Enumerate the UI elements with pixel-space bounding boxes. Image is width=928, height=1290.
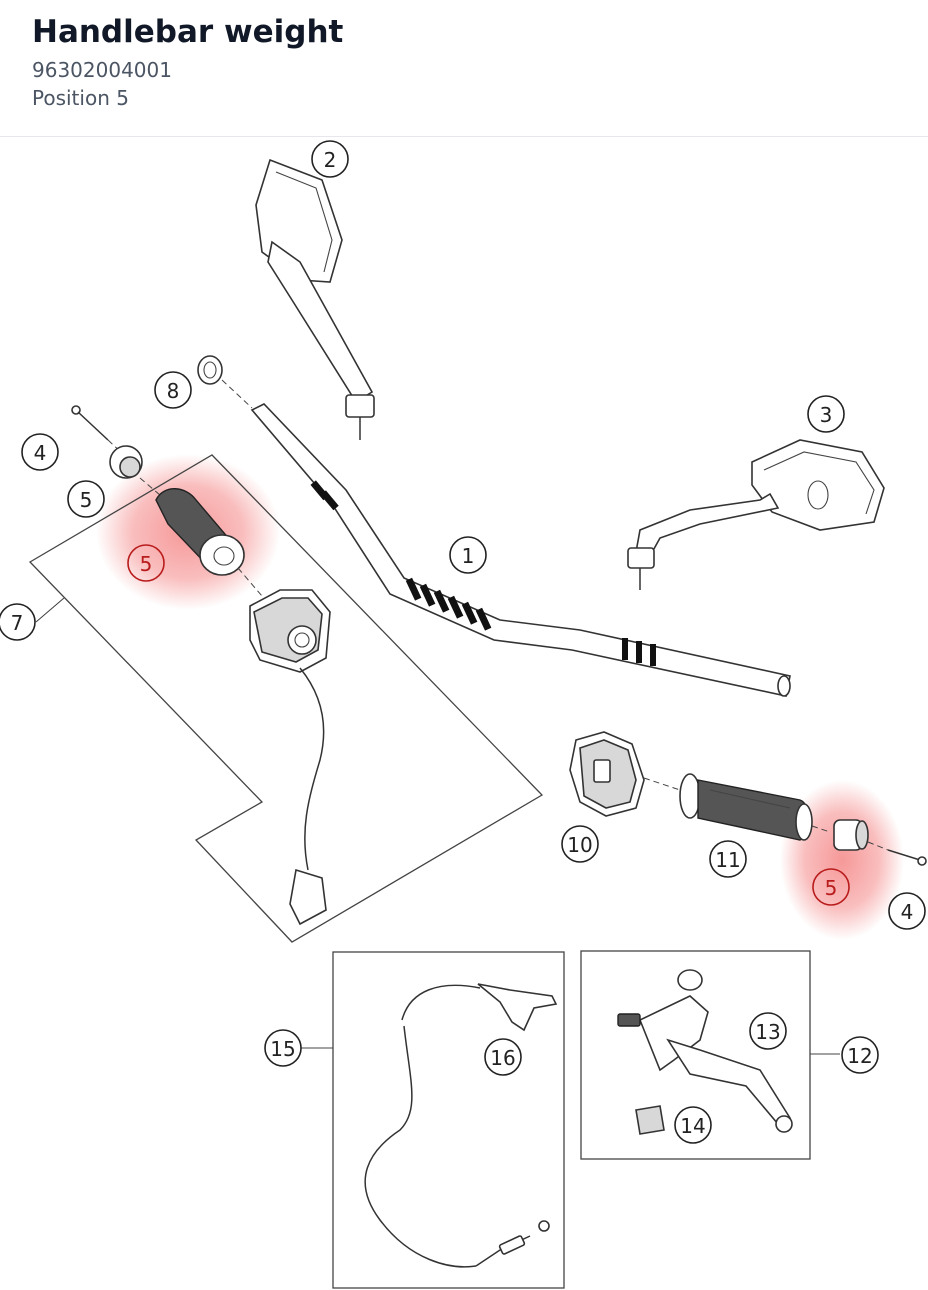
callout-3[interactable]: 3 <box>807 395 845 433</box>
svg-text:4: 4 <box>34 441 47 465</box>
handlebar-weight-right[interactable] <box>811 819 869 851</box>
page-title: Handlebar weight <box>32 14 344 50</box>
lever-assembly-box <box>580 950 811 1160</box>
clutch-cable[interactable] <box>364 983 558 1268</box>
clutch-cable-box <box>332 951 565 1289</box>
callout-7[interactable]: 7 <box>0 603 36 641</box>
lever-switch[interactable] <box>635 1105 665 1135</box>
callout-8[interactable]: 8 <box>154 371 192 409</box>
svg-text:1: 1 <box>462 544 475 568</box>
handlebar[interactable] <box>250 403 791 697</box>
callout-5-right-highlight[interactable]: 5 <box>812 868 850 906</box>
mirror-right[interactable] <box>627 439 885 590</box>
clutch-lever[interactable] <box>617 969 793 1133</box>
callout-5-left[interactable]: 5 <box>67 480 105 518</box>
callout-5-left-highlight[interactable]: 5 <box>127 544 165 582</box>
svg-text:16: 16 <box>490 1046 515 1070</box>
callout-4-left[interactable]: 4 <box>21 433 59 471</box>
svg-text:2: 2 <box>324 148 337 172</box>
svg-text:5: 5 <box>140 552 153 576</box>
page-header: Handlebar weight 96302004001 Position 5 <box>0 0 928 137</box>
callout-10[interactable]: 10 <box>561 825 599 863</box>
part-number: 96302004001 <box>32 58 172 82</box>
callout-16[interactable]: 16 <box>484 1038 522 1076</box>
bar-end-bolt-left[interactable] <box>71 405 125 456</box>
svg-text:11: 11 <box>715 848 740 872</box>
callout-2[interactable]: 2 <box>311 140 349 178</box>
switch-housing-left[interactable] <box>249 589 331 926</box>
exploded-parts-diagram: 1 2 3 4 4 5 5 5 7 8 10 11 <box>0 140 927 1289</box>
svg-text:13: 13 <box>755 1020 780 1044</box>
bar-end-plug[interactable] <box>197 355 253 409</box>
callout-14[interactable]: 14 <box>674 1106 712 1144</box>
callout-15[interactable]: 15 <box>264 1029 302 1067</box>
bar-end-bolt-right[interactable] <box>867 841 927 866</box>
svg-text:5: 5 <box>80 488 93 512</box>
callout-13[interactable]: 13 <box>749 1012 787 1050</box>
position-label: Position 5 <box>32 86 129 110</box>
callout-4-right[interactable]: 4 <box>888 892 926 930</box>
svg-text:3: 3 <box>820 403 833 427</box>
svg-text:14: 14 <box>680 1114 705 1138</box>
callout-1[interactable]: 1 <box>449 536 487 574</box>
svg-text:7: 7 <box>11 611 24 635</box>
handlebar-weight-left[interactable] <box>109 445 161 496</box>
switch-group-outline <box>28 454 544 943</box>
grip-right[interactable] <box>679 773 813 841</box>
callout-12[interactable]: 12 <box>841 1036 879 1074</box>
svg-text:5: 5 <box>825 876 838 900</box>
callout-11[interactable]: 11 <box>709 840 747 878</box>
grip-left[interactable] <box>155 488 263 597</box>
switch-housing-right[interactable] <box>569 731 681 817</box>
svg-text:15: 15 <box>270 1037 295 1061</box>
svg-text:8: 8 <box>167 379 180 403</box>
svg-text:12: 12 <box>847 1044 872 1068</box>
svg-text:4: 4 <box>901 900 914 924</box>
svg-text:10: 10 <box>567 833 592 857</box>
mirror-left[interactable] <box>255 158 375 440</box>
